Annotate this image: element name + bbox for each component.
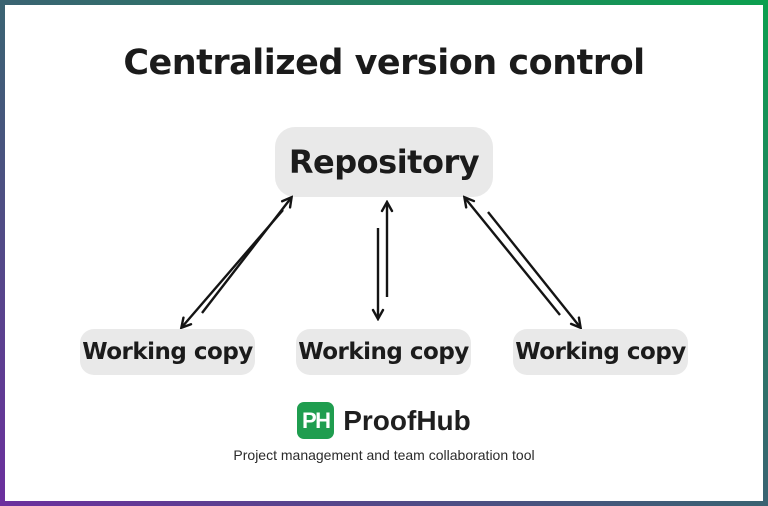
diagram-canvas: Centralized version control Repository W…: [5, 5, 763, 501]
working-copy-node-2: Working copy: [296, 329, 471, 375]
working-copy-node-1: Working copy: [80, 329, 255, 375]
working-copy-node-3: Working copy: [513, 329, 688, 375]
proofhub-wordmark: ProofHub: [343, 404, 471, 436]
repository-node: Repository: [275, 127, 493, 197]
proofhub-logo: PH ProofHub: [5, 402, 763, 439]
connection-arrows: [5, 5, 763, 501]
arrow-left-download: [182, 209, 284, 327]
working-copy-label-3: Working copy: [515, 339, 686, 365]
diagram-title: Centralized version control: [123, 43, 645, 83]
proofhub-monogram-icon: PH: [297, 402, 335, 439]
proofhub-monogram: PH: [301, 407, 331, 433]
working-copy-label-1: Working copy: [82, 339, 253, 365]
arrow-right-upload: [465, 198, 561, 316]
arrow-right-download: [487, 211, 580, 327]
proofhub-tagline: Project management and team collaboratio…: [233, 447, 535, 463]
repository-label: Repository: [288, 143, 480, 181]
working-copy-label-2: Working copy: [298, 339, 469, 365]
